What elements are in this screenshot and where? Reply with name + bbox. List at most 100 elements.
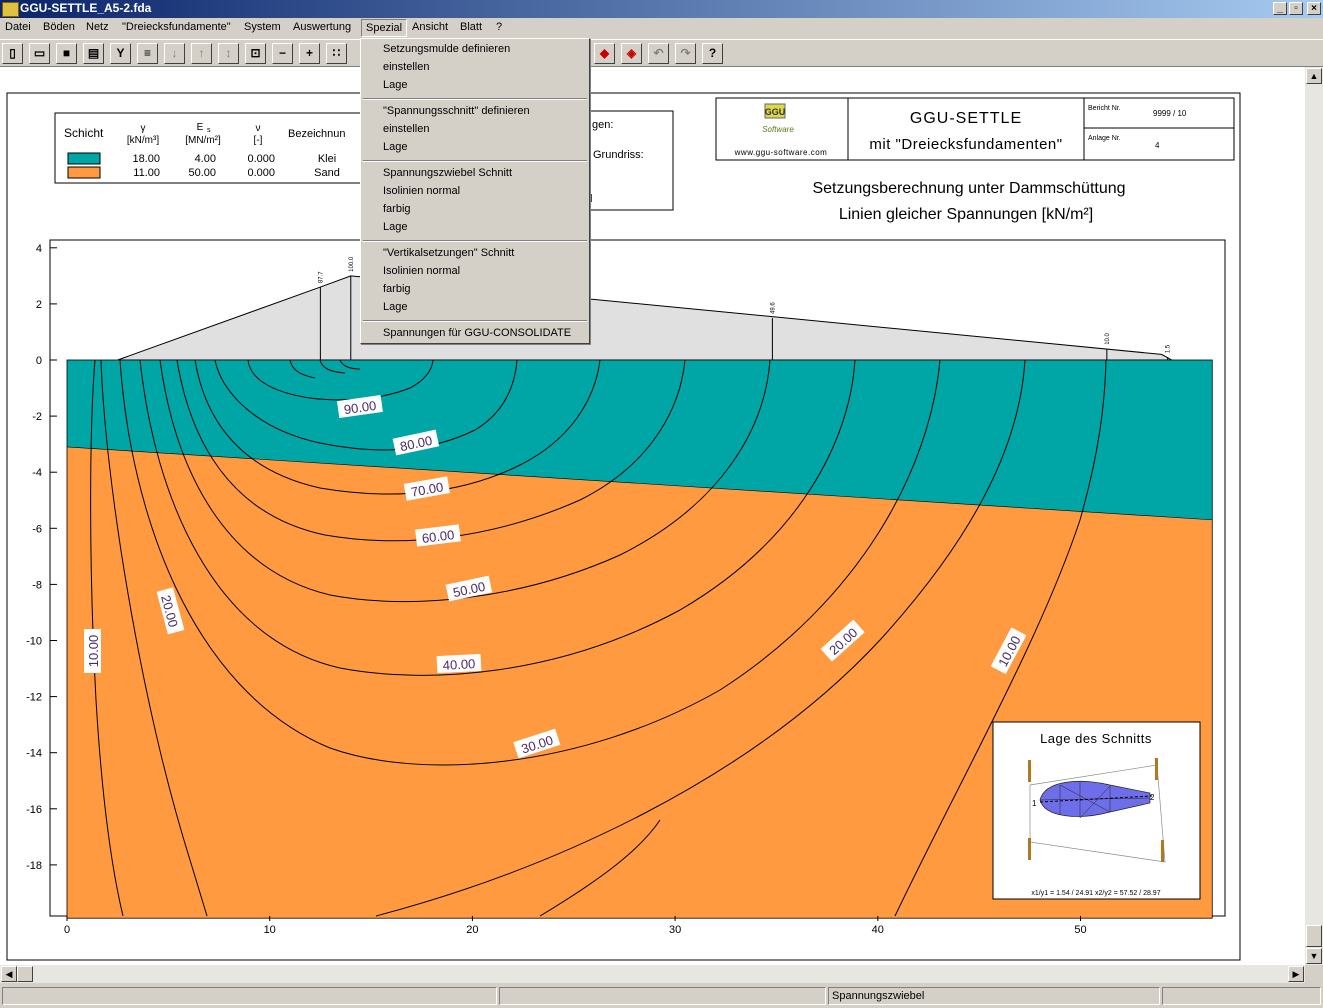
menu-item-zwiebel-farbig[interactable]: farbig — [383, 203, 411, 215]
contour-label-80: 80.00 — [399, 433, 434, 454]
menu-item-setzungsmulde-definieren[interactable]: Setzungsmulde definieren — [383, 43, 511, 55]
list-icon[interactable]: ≡ — [137, 43, 158, 64]
menu-separator — [363, 240, 587, 242]
zoom-out-icon[interactable]: − — [272, 43, 293, 64]
contour-line — [539, 819, 661, 917]
menu-separator — [363, 98, 587, 100]
status-panel-2 — [499, 987, 826, 1005]
menu-datei[interactable]: Datei — [5, 21, 31, 33]
x-tick-label: 30 — [669, 924, 681, 936]
status-bar: Spannungszwiebel — [0, 985, 1323, 1008]
x-tick-label: 40 — [872, 924, 884, 936]
undo-icon[interactable]: ↶ — [648, 43, 669, 64]
open-folder-icon[interactable]: ▭ — [29, 43, 50, 64]
inset-coords: x1/y1 = 1.54 / 24.91 x2/y2 = 57.52 / 28.… — [1031, 890, 1160, 897]
grid-icon[interactable]: ∷ — [326, 43, 347, 64]
new-file-icon[interactable]: ▯ — [2, 43, 23, 64]
menu-system[interactable]: System — [244, 21, 281, 33]
redo-icon[interactable]: ↷ — [675, 43, 696, 64]
contour-label-10-left: 10.00 — [86, 635, 101, 668]
color-settings-icon[interactable]: ◈ — [621, 43, 642, 64]
menu-netz[interactable]: Netz — [86, 21, 109, 33]
legend-head-bez: Bezeichnun — [288, 128, 346, 140]
plot-title-line2: Linien gleicher Spannungen [kN/m²] — [839, 206, 1093, 223]
menu-spezial[interactable]: Spezial — [361, 19, 408, 37]
menu-ansicht[interactable]: Ansicht — [412, 21, 449, 33]
scroll-left-icon[interactable]: ◀ — [1, 966, 17, 982]
menu-bar: Datei Böden Netz "Dreiecksfundamente" Sy… — [0, 19, 1323, 38]
arrow-updown-icon[interactable]: ↕ — [218, 43, 239, 64]
menu-separator — [363, 320, 587, 322]
arrow-down-icon[interactable]: ↓ — [164, 43, 185, 64]
contour-lines — [90, 359, 1107, 917]
menu-item-spannungen-consolidate[interactable]: Spannungen für GGU-CONSOLIDATE — [383, 327, 572, 339]
y-axis: 420-2-4-6-8-10-12-14-16-18 — [26, 243, 57, 872]
color-icon[interactable]: ◆ — [594, 43, 615, 64]
status-panel-3: Spannungszwiebel — [828, 987, 1160, 1005]
minimize-button[interactable]: _ — [1273, 2, 1287, 15]
menu-item-spannungszwiebel-schnitt[interactable]: Spannungszwiebel Schnitt — [383, 167, 513, 179]
menu-item-vertikal-isolinien-normal[interactable]: Isolinien normal — [383, 265, 461, 277]
vertical-scrollbar[interactable]: ▲ ▼ — [1305, 67, 1323, 965]
window-title: GGU-SETTLE_A5-2.fda — [20, 1, 152, 15]
save-icon[interactable]: ■ — [56, 43, 77, 64]
legend-es-klei: 4.00 — [195, 153, 216, 165]
x-tick-label: 0 — [64, 924, 70, 936]
legend-head-es: E — [197, 122, 204, 133]
contour-line — [375, 359, 1026, 917]
x-tick-label: 20 — [466, 924, 478, 936]
menu-separator — [363, 160, 587, 162]
zoom-in-icon[interactable]: + — [299, 43, 320, 64]
menu-item-setzungsmulde-einstellen[interactable]: einstellen — [383, 61, 430, 73]
contour-line — [894, 359, 1107, 917]
menu-item-vertikal-lage[interactable]: Lage — [383, 301, 408, 313]
plot-title-line1: Setzungsberechnung unter Dammschüttung — [812, 180, 1125, 197]
x-tick-label: 50 — [1074, 924, 1086, 936]
menu-item-spannungsschnitt-einstellen[interactable]: einstellen — [383, 123, 430, 135]
menu-item-spannungsschnitt-definieren[interactable]: "Spannungsschnitt" definieren — [383, 105, 530, 117]
arrow-up-icon[interactable]: ↑ — [191, 43, 212, 64]
website-text: www.ggu-software.com — [734, 148, 828, 157]
drawing-area[interactable]: Schicht γ [kN/m³] E s [MN/m²] ν [-] Beze… — [0, 67, 1305, 965]
y-tick-label: 0 — [36, 355, 42, 367]
maximize-button[interactable]: ▫ — [1289, 2, 1303, 15]
load-marker-label: 49.6 — [770, 302, 776, 314]
hscroll-thumb[interactable] — [17, 966, 33, 982]
page-icon[interactable]: ⊡ — [245, 43, 266, 64]
layers-icon[interactable]: Y — [110, 43, 131, 64]
menu-boeden[interactable]: Böden — [43, 21, 75, 33]
menu-item-vertikal-farbig[interactable]: farbig — [383, 283, 411, 295]
menu-blatt[interactable]: Blatt — [460, 21, 483, 33]
menu-help[interactable]: ? — [496, 21, 503, 33]
print-icon[interactable]: ▤ — [83, 43, 104, 64]
scroll-right-icon[interactable]: ▶ — [1288, 966, 1304, 982]
legend-head-gamma-unit: [kN/m³] — [127, 135, 159, 146]
menu-item-zwiebel-isolinien-normal[interactable]: Isolinien normal — [383, 185, 461, 197]
menu-item-vertikalsetzungen-schnitt[interactable]: "Vertikalsetzungen" Schnitt — [383, 247, 515, 259]
close-button[interactable]: × — [1307, 2, 1321, 15]
y-tick-label: -6 — [32, 523, 42, 535]
info-line1: gen: — [592, 119, 613, 131]
scroll-down-icon[interactable]: ▼ — [1306, 948, 1322, 964]
legend-swatch-sand — [67, 166, 101, 179]
legend-es-sand: 50.00 — [188, 167, 216, 179]
app-icon — [2, 2, 19, 17]
scroll-thumb[interactable] — [1306, 925, 1322, 947]
legend-swatch-klei — [67, 152, 101, 165]
contour-label-90: 90.00 — [343, 398, 377, 417]
horizontal-scrollbar[interactable]: ◀ ▶ — [0, 965, 1305, 983]
program-subtitle: mit "Dreiecksfundamenten" — [869, 136, 1062, 153]
menu-item-setzungsmulde-lage[interactable]: Lage — [383, 79, 408, 91]
menu-item-zwiebel-lage[interactable]: Lage — [383, 221, 408, 233]
soil-frame — [66, 359, 1213, 919]
inset-location: Lage des Schnitts 1 2 x1/y1 = 1.54 / 24.… — [992, 721, 1201, 900]
legend-head-nu: ν — [256, 123, 261, 134]
scroll-up-icon[interactable]: ▲ — [1306, 68, 1322, 84]
menu-auswertung[interactable]: Auswertung — [293, 21, 352, 33]
legend-name-sand: Sand — [314, 167, 340, 179]
help-icon[interactable]: ? — [702, 43, 723, 64]
menu-item-spannungsschnitt-lage[interactable]: Lage — [383, 141, 408, 153]
contour-line — [339, 359, 361, 370]
menu-dreiecksfundamente[interactable]: "Dreiecksfundamente" — [122, 21, 231, 33]
